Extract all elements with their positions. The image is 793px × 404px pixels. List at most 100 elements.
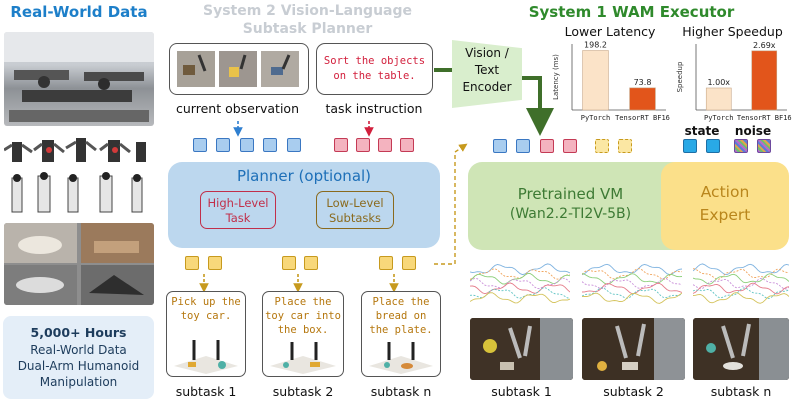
low-level-subtasks-box <box>316 191 394 229</box>
noise-label: noise <box>734 124 772 138</box>
vm-line2: (Wan2.2-TI2V-5B) <box>509 206 632 222</box>
bar-value-label: 198.2 <box>584 41 607 50</box>
bar <box>629 87 656 111</box>
high-level-line2: Task <box>225 211 251 225</box>
subtask-n-label: subtask n <box>370 384 432 399</box>
subtask-token <box>282 256 296 270</box>
subtask-token <box>379 256 393 270</box>
subtask-n-line1: Place the <box>372 296 430 308</box>
subtask-2-line3: the box. <box>277 324 329 336</box>
high-level-task-box <box>200 191 276 229</box>
category-label: PyTorch <box>704 114 734 122</box>
vision-text-encoder <box>452 40 522 108</box>
instruction-token <box>400 138 414 152</box>
subtask-card-n: Place the bread on the plate. <box>361 291 441 377</box>
state-token <box>706 139 720 153</box>
task-instruction-label: task instruction <box>325 101 423 116</box>
rollout-n-label: subtask n <box>710 384 772 399</box>
category-label: TensorRT BF16 <box>737 114 792 122</box>
system2-title-line1: System 2 Vision-Language <box>202 3 412 19</box>
subtask-token <box>185 256 199 270</box>
trajectory-line <box>470 292 570 304</box>
y-axis-label: Speedup <box>676 61 684 92</box>
exec-obs-token <box>516 139 530 153</box>
trajectory-line <box>582 292 682 304</box>
trajectory-line <box>693 268 789 280</box>
stats-box <box>3 316 154 399</box>
bar-value-label: 2.69x <box>753 41 776 50</box>
stats-line-4: Manipulation <box>39 375 118 389</box>
trajectory-line <box>582 273 682 285</box>
obs-token <box>263 138 277 152</box>
exec-instruction-token <box>563 139 577 153</box>
action-trajectory-plot <box>470 263 570 304</box>
trajectory-line <box>582 277 682 289</box>
action-trajectory-plot <box>693 263 789 304</box>
trajectory-line <box>470 263 570 276</box>
rollout-frame-2 <box>582 318 685 380</box>
subtask-2-line2: toy car into <box>265 310 341 322</box>
stats-line-3: Dual-Arm Humanoid <box>17 359 140 373</box>
noise-token <box>734 139 748 153</box>
vm-line1: Pretrained VM <box>517 185 624 203</box>
exec-subtask-token <box>595 139 609 153</box>
subtask-card-1: Pick up the toy car. <box>166 291 246 377</box>
bar <box>705 87 732 111</box>
planner-title: Planner (optional) <box>236 167 372 185</box>
subtask-token <box>304 256 318 270</box>
category-label: PyTorch <box>581 114 611 122</box>
task-instruction-line2: on the table. <box>333 70 416 82</box>
instruction-token <box>334 138 348 152</box>
action-expert-box <box>661 162 789 250</box>
trajectory-line <box>470 268 570 280</box>
trajectory-line <box>693 278 789 290</box>
obs-token <box>240 138 254 152</box>
trajectory-line <box>693 273 789 285</box>
encoder-line2: Text <box>474 63 500 77</box>
system2-title-line2: Subtask Planner <box>242 21 373 37</box>
action-trajectory-plot <box>582 263 682 304</box>
trajectory-line <box>470 273 570 285</box>
obs-token <box>216 138 230 152</box>
subtask-2-line1: Place the <box>274 296 332 308</box>
encoder-line3: Encoder <box>462 80 512 94</box>
subtask-token <box>402 256 416 270</box>
trajectory-line <box>693 287 789 299</box>
humanoid-robots-photo <box>4 172 154 216</box>
rollout-frame-1 <box>470 318 573 380</box>
bar-value-label: 1.00x <box>707 78 730 87</box>
bar <box>751 50 778 111</box>
trajectory-line <box>470 277 570 290</box>
trajectory-line <box>470 282 570 295</box>
action-line2: Expert <box>699 206 751 224</box>
state-label: state <box>684 124 720 138</box>
low-level-line1: Low-Level <box>326 196 384 210</box>
chart-title: Higher Speedup <box>682 24 783 39</box>
subtask-card-2: Place the toy car into the box. <box>262 291 344 377</box>
stats-hours: 5,000+ Hours <box>30 325 127 340</box>
planner-box <box>168 162 440 248</box>
y-axis-label: Latency (ms) <box>552 54 560 100</box>
bar-value-label: 73.8 <box>634 78 652 87</box>
instruction-token <box>356 138 370 152</box>
subtask-n-line3: the plate. <box>369 324 433 336</box>
obs-token <box>193 138 207 152</box>
task-instruction-box <box>316 43 433 95</box>
trajectory-line <box>582 287 682 299</box>
subtask-2-label: subtask 2 <box>272 384 334 399</box>
rollout-1-label: subtask 1 <box>491 384 552 399</box>
exec-instruction-token <box>540 139 554 153</box>
subtask-1-line2: toy car. <box>180 310 232 322</box>
low-level-line2: Subtasks <box>328 211 382 225</box>
left-title: Real-World Data <box>10 3 148 21</box>
trajectory-line <box>693 282 789 295</box>
rollout-frame-n <box>693 318 789 380</box>
current-observation-box <box>169 43 309 95</box>
trajectory-line <box>582 282 682 295</box>
task-instruction-line1: Sort the objects <box>323 55 426 67</box>
subtask-1-label: subtask 1 <box>175 384 237 399</box>
robot-arms-photo <box>4 130 154 170</box>
subtask-n-line2: bread on <box>375 310 427 322</box>
